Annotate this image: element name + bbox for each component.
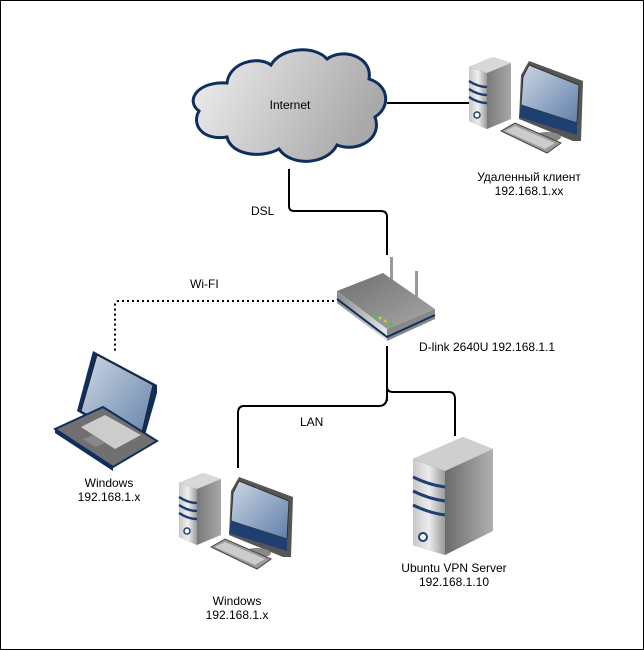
- server-icon: [412, 437, 493, 555]
- desktop-name: Windows: [212, 594, 262, 608]
- link-wifi: [114, 300, 334, 351]
- server-ip: 192.168.1.10: [418, 575, 490, 589]
- remote-client-ip: 192.168.1.xx: [494, 184, 564, 198]
- laptop: [52, 349, 171, 471]
- link-dsl: [288, 169, 388, 255]
- router-label: D-link 2640U 192.168.1.1: [419, 340, 556, 354]
- wifi-label: Wi-FI: [190, 277, 219, 291]
- server-name: Ubuntu VPN Server: [401, 561, 507, 575]
- desktop-computer-icon: [178, 473, 293, 570]
- cloud-icon: [191, 48, 387, 163]
- router: [335, 253, 439, 349]
- laptop-icon: [52, 351, 159, 471]
- internet-cloud: Internet: [187, 41, 393, 169]
- vpn-server: [411, 435, 497, 557]
- desktop-ip: 192.168.1.x: [205, 608, 269, 622]
- link-lan-desktop: [237, 395, 388, 468]
- desktop-computer-icon: [468, 57, 583, 154]
- remote-client-name: Удаленный клиент: [477, 170, 581, 184]
- remote-client-computer: [463, 57, 593, 165]
- dsl-label: DSL: [251, 204, 275, 218]
- laptop-ip: 192.168.1.x: [77, 490, 141, 504]
- lan-label: LAN: [300, 415, 324, 429]
- laptop-name: Windows: [84, 476, 134, 490]
- router-icon: [336, 257, 436, 341]
- desktop-computer: [173, 467, 303, 587]
- link-lan-server: [386, 386, 456, 436]
- internet-label: Internet: [269, 98, 311, 112]
